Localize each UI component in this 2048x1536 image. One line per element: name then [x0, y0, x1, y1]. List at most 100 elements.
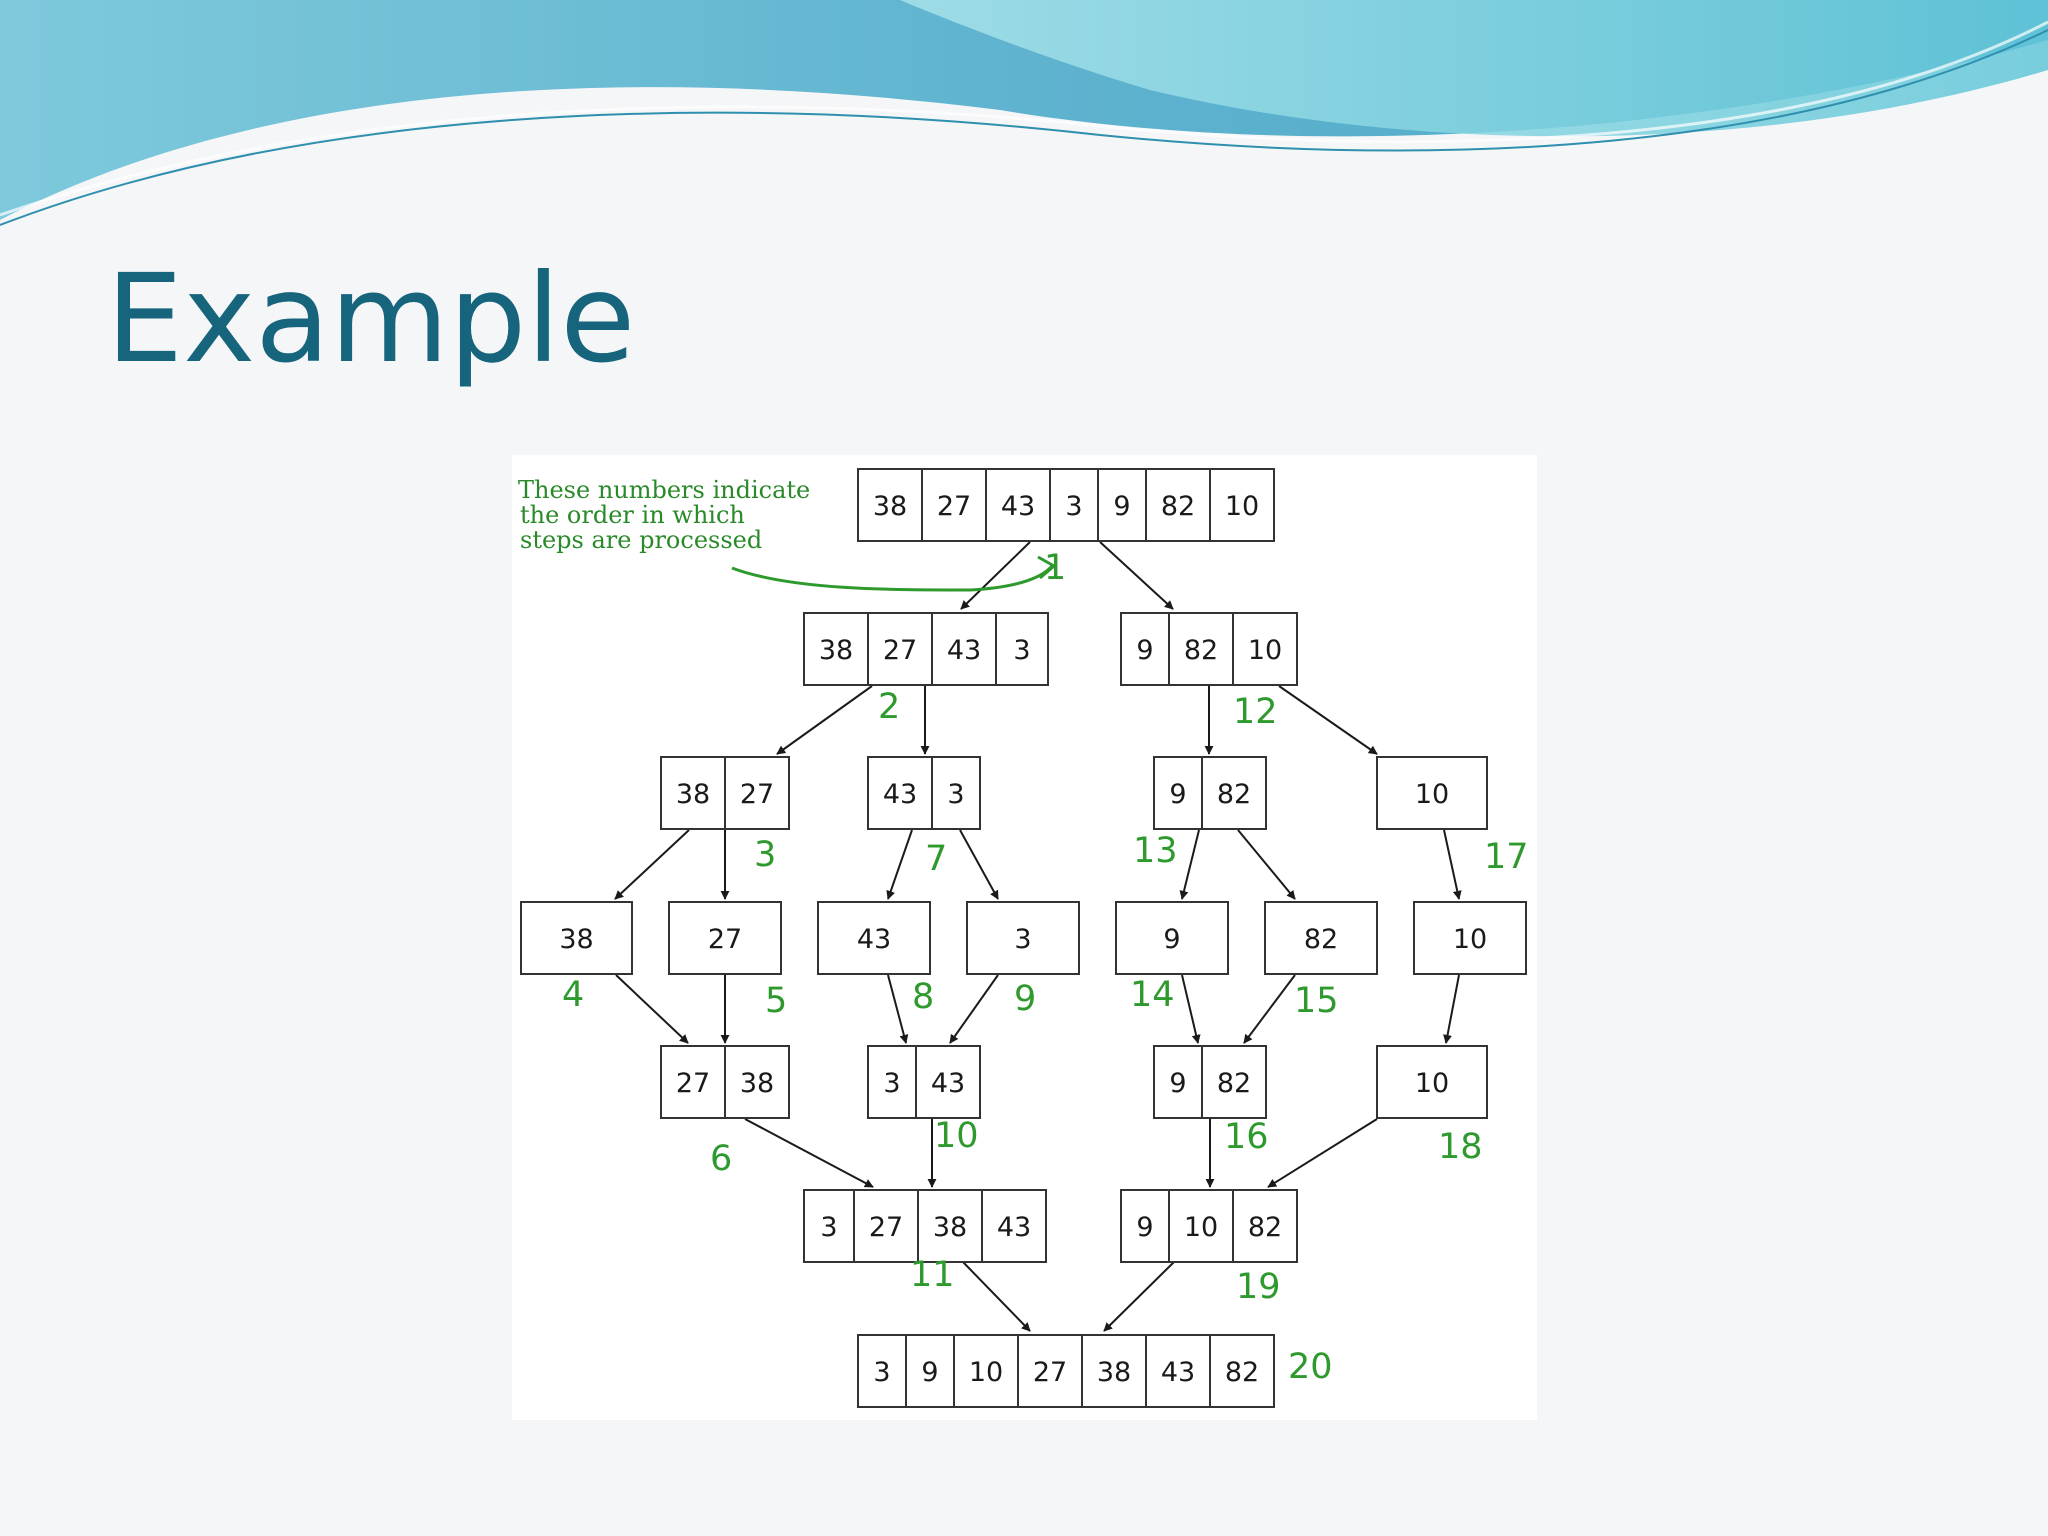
- arrow: [1278, 685, 1378, 755]
- step-number-15: 15: [1294, 981, 1339, 1021]
- array-cell: [1017, 1334, 1083, 1408]
- array-cell: [985, 468, 1051, 542]
- array-cell-value: 82: [1217, 1068, 1251, 1099]
- note-arrow: [731, 564, 1054, 592]
- array-box-a18: 10: [1376, 1045, 1488, 1119]
- array-cell: [1413, 901, 1527, 975]
- array-cell-value: 82: [1248, 1212, 1282, 1243]
- array-cell: [1145, 1334, 1211, 1408]
- array-cell: [921, 468, 987, 542]
- array-cell-value: 27: [676, 1068, 710, 1099]
- array-cell: [1376, 756, 1488, 830]
- array-box-a14: 9: [1115, 901, 1229, 975]
- step-number-5: 5: [765, 981, 787, 1021]
- array-box-a9: 3: [966, 901, 1080, 975]
- array-cell-value: 27: [869, 1212, 903, 1243]
- array-cell-value: 43: [931, 1068, 965, 1099]
- array-cell-value: 82: [1225, 1357, 1259, 1388]
- step-number-20: 20: [1288, 1347, 1333, 1387]
- arrow: [887, 974, 909, 1044]
- array-cell-value: 3: [883, 1068, 900, 1099]
- array-cell: [917, 1189, 983, 1263]
- array-cell: [724, 756, 790, 830]
- array-cell-value: 9: [1163, 924, 1180, 955]
- array-cell-value: 43: [997, 1212, 1031, 1243]
- array-box-a15: 82: [1264, 901, 1378, 975]
- arrow: [744, 1118, 874, 1188]
- array-cell: [966, 901, 1080, 975]
- arrow: [1237, 829, 1296, 900]
- step-number-16: 16: [1224, 1117, 1269, 1157]
- array-cell: [931, 756, 981, 830]
- array-cell-value: 9: [1136, 1212, 1153, 1243]
- array-cell-value: 43: [947, 635, 981, 666]
- array-cell: [981, 1189, 1047, 1263]
- arrow: [886, 829, 913, 900]
- array-box-a17b: 10: [1413, 901, 1527, 975]
- array-cell-value: 82: [1184, 635, 1218, 666]
- array-box-a10: 3 43: [867, 1045, 981, 1119]
- note-line-3: steps are processed: [520, 526, 762, 554]
- header-wave-decoration: [0, 0, 2048, 226]
- array-cell-value: 3: [1014, 924, 1031, 955]
- arrow: [1179, 829, 1200, 900]
- step-number-17: 17: [1484, 837, 1529, 877]
- array-cell-value: 10: [1184, 1212, 1218, 1243]
- array-cell: [857, 1334, 907, 1408]
- step-number-13: 13: [1133, 831, 1178, 871]
- array-cell: [724, 1045, 790, 1119]
- array-box-a4: 38: [520, 901, 633, 975]
- array-cell-value: 10: [1225, 491, 1259, 522]
- arrow: [960, 541, 1031, 610]
- note-line-2: the order in which: [520, 501, 745, 529]
- step-number-9: 9: [1014, 979, 1036, 1019]
- array-cell-value: 82: [1161, 491, 1195, 522]
- step-number-8: 8: [912, 977, 934, 1017]
- arrow: [1103, 1261, 1175, 1332]
- array-cell-value: 38: [819, 635, 853, 666]
- array-cell: [1145, 468, 1211, 542]
- array-cell: [857, 468, 923, 542]
- note-line-1: These numbers indicate: [518, 476, 810, 504]
- array-cell: [867, 756, 933, 830]
- array-cell: [1153, 756, 1203, 830]
- note-arrow-head: [1037, 555, 1057, 580]
- array-cell-value: 9: [1136, 635, 1153, 666]
- array-cell: [520, 901, 633, 975]
- array-cell-value: 38: [1097, 1357, 1131, 1388]
- array-cell: [1209, 1334, 1275, 1408]
- array-cell: [668, 901, 782, 975]
- array-cell-value: 82: [1304, 924, 1338, 955]
- array-cell-value: 27: [937, 491, 971, 522]
- arrow: [1181, 974, 1201, 1044]
- array-cell: [817, 901, 931, 975]
- step-number-6: 6: [710, 1139, 732, 1179]
- array-cell-value: 10: [969, 1357, 1003, 1388]
- array-cell-value: 10: [1453, 924, 1487, 955]
- arrow: [1099, 541, 1174, 610]
- array-box-a8: 43: [817, 901, 931, 975]
- array-cell: [1120, 1189, 1170, 1263]
- array-cell: [1153, 1045, 1203, 1119]
- array-cell: [995, 612, 1049, 686]
- arrow: [1443, 829, 1462, 900]
- step-number-19: 19: [1236, 1267, 1281, 1307]
- array-cell: [1232, 1189, 1298, 1263]
- array-cell: [1209, 468, 1275, 542]
- array-cell-value: 43: [1001, 491, 1035, 522]
- arrow: [1243, 974, 1296, 1044]
- step-number-2: 2: [878, 687, 900, 727]
- array-cell: [1049, 468, 1099, 542]
- step-number-3: 3: [754, 835, 776, 875]
- array-cell-value: 3: [1013, 635, 1030, 666]
- array-cell-value: 38: [676, 779, 710, 810]
- array-box-a19: 9 10 82: [1120, 1189, 1298, 1263]
